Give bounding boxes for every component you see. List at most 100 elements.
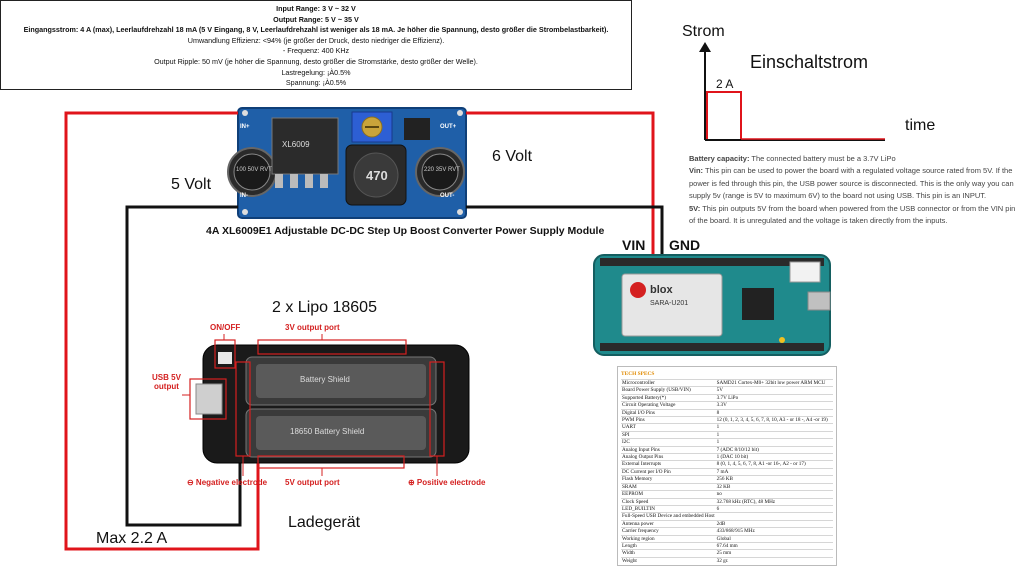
spec-key: Antenna power bbox=[621, 519, 716, 528]
usb-port-highlight bbox=[189, 378, 227, 420]
graph-peak-label: 2 A bbox=[716, 77, 734, 91]
spec-value: 12 (0, 1, 2, 3, 4, 5, 6, 7, 8, 10, A3 - … bbox=[715, 416, 833, 424]
cell-1-text: Battery Shield bbox=[300, 375, 350, 384]
spec-value: 256 KB bbox=[715, 475, 833, 484]
spec-key: Clock Speed bbox=[621, 497, 716, 506]
spec-key: Full-Speed USB Device and embedded Host bbox=[621, 512, 716, 521]
spec-key: UART bbox=[621, 423, 716, 432]
gnd-label: GND bbox=[669, 237, 701, 253]
ublox-logo-icon bbox=[630, 282, 646, 298]
inrush-pulse bbox=[706, 91, 742, 139]
spec-key: Board Power Supply (USB/VIN) bbox=[621, 386, 716, 395]
output-capacitor-top bbox=[421, 153, 459, 191]
spec-value bbox=[715, 512, 833, 521]
spec-key: DC Current per I/O Pin bbox=[621, 467, 716, 476]
spec-value: 32 gr. bbox=[715, 556, 833, 565]
spec-line-ripple: Output Ripple: 50 mV (je höher die Spann… bbox=[154, 56, 478, 66]
pad-in-minus bbox=[242, 209, 248, 215]
ground-wires bbox=[125, 205, 664, 527]
v3-port-label: 3V output port bbox=[285, 323, 340, 332]
graph-y-arrow-icon bbox=[699, 42, 711, 52]
info-battery-capacity-text: The connected battery must be a 3.7V LiP… bbox=[749, 154, 896, 163]
pad-out-plus bbox=[457, 110, 463, 116]
charger-label: Ladegerät bbox=[288, 514, 361, 531]
pad-in-plus bbox=[242, 110, 248, 116]
info-battery-capacity: Battery capacity: The connected battery … bbox=[689, 153, 1019, 165]
tech-specs-heading: TECH SPECS bbox=[621, 371, 655, 377]
inductor-marking: 470 bbox=[366, 168, 388, 183]
spec-key: Supported Battery(*) bbox=[621, 393, 716, 402]
mkr-top-header bbox=[600, 258, 824, 266]
cell-2-text: 18650 Battery Shield bbox=[290, 427, 365, 436]
spec-key: PWM Pins bbox=[621, 416, 716, 424]
chip-pin bbox=[275, 174, 283, 188]
spec-key: LED_BUILTIN bbox=[621, 504, 716, 513]
input-capacitor-marking: 100 50V RVT bbox=[236, 167, 272, 173]
schottky-diode bbox=[404, 118, 430, 140]
spec-line-frequency: - Frequenz: 400 KHz bbox=[282, 46, 350, 56]
spec-line-input-range: Input Range: 3 V ~ 32 V bbox=[276, 4, 356, 13]
spec-value: 1 bbox=[715, 423, 833, 432]
spec-value: 1 bbox=[715, 438, 833, 447]
spec-value: 2dB bbox=[715, 519, 833, 528]
spec-line-load-regulation: Lastregelung: ¡À0.5% bbox=[281, 67, 351, 77]
spec-value: 5V bbox=[715, 386, 833, 395]
ublox-module bbox=[621, 273, 723, 337]
inductor-core bbox=[353, 152, 399, 198]
positive-electrode-label: ⊕ Positive electrode bbox=[408, 478, 486, 487]
micro-usb-connector bbox=[807, 291, 831, 311]
spec-value: 7 mA bbox=[715, 467, 833, 476]
battery-shield bbox=[182, 334, 470, 476]
xl6009-chip bbox=[271, 117, 339, 175]
on-off-highlight bbox=[214, 339, 236, 369]
spec-key: I2C bbox=[621, 438, 716, 447]
spec-value: 8 bbox=[715, 408, 833, 417]
spec-value: no bbox=[715, 490, 833, 498]
chip-pin bbox=[305, 174, 313, 188]
wire-battery-plus-to-in-plus bbox=[64, 111, 260, 551]
lipo-cell-2 bbox=[256, 416, 426, 450]
spec-key: External Interrupts bbox=[621, 460, 716, 469]
spec-value: 25 mm bbox=[715, 549, 833, 558]
spec-key: Weight bbox=[621, 556, 716, 565]
spec-value: 7 (ADC 8/10/12 bit) bbox=[715, 445, 833, 454]
mkr-bottom-header bbox=[600, 343, 824, 351]
usb-a-port bbox=[195, 383, 223, 415]
wire-battery-minus-to-in-minus bbox=[125, 205, 242, 527]
output-capacitor-marking: 220 35V RVT bbox=[424, 167, 460, 173]
spec-value: Global bbox=[715, 534, 833, 543]
info-battery-capacity-key: Battery capacity: bbox=[689, 154, 750, 163]
wire-out-plus-to-vin bbox=[466, 111, 655, 262]
spec-box: Input Range: 3 V ~ 32 V Output Range: 5 … bbox=[0, 0, 632, 90]
table-row: Supported Battery(*)3.7V LiPo bbox=[621, 393, 833, 402]
on-off-label: ON/OFF bbox=[210, 323, 241, 332]
graph-title: Einschaltstrom bbox=[750, 52, 869, 72]
spec-key: Microcontroller bbox=[621, 378, 716, 387]
info-5v-text: This pin outputs 5V from the board when … bbox=[689, 203, 1016, 226]
spec-key: Working region bbox=[621, 534, 716, 543]
spec-key: Digital I/O Pins bbox=[621, 408, 716, 417]
spec-line-efficiency: Umwandlung Effizienz: <94% (je größer de… bbox=[187, 35, 445, 45]
ublox-model: SARA-U201 bbox=[650, 300, 689, 307]
usb-label-line-2: output bbox=[154, 382, 179, 391]
mkr-mcu bbox=[742, 288, 774, 320]
table-row: Full-Speed USB Device and embedded Host bbox=[621, 512, 833, 521]
